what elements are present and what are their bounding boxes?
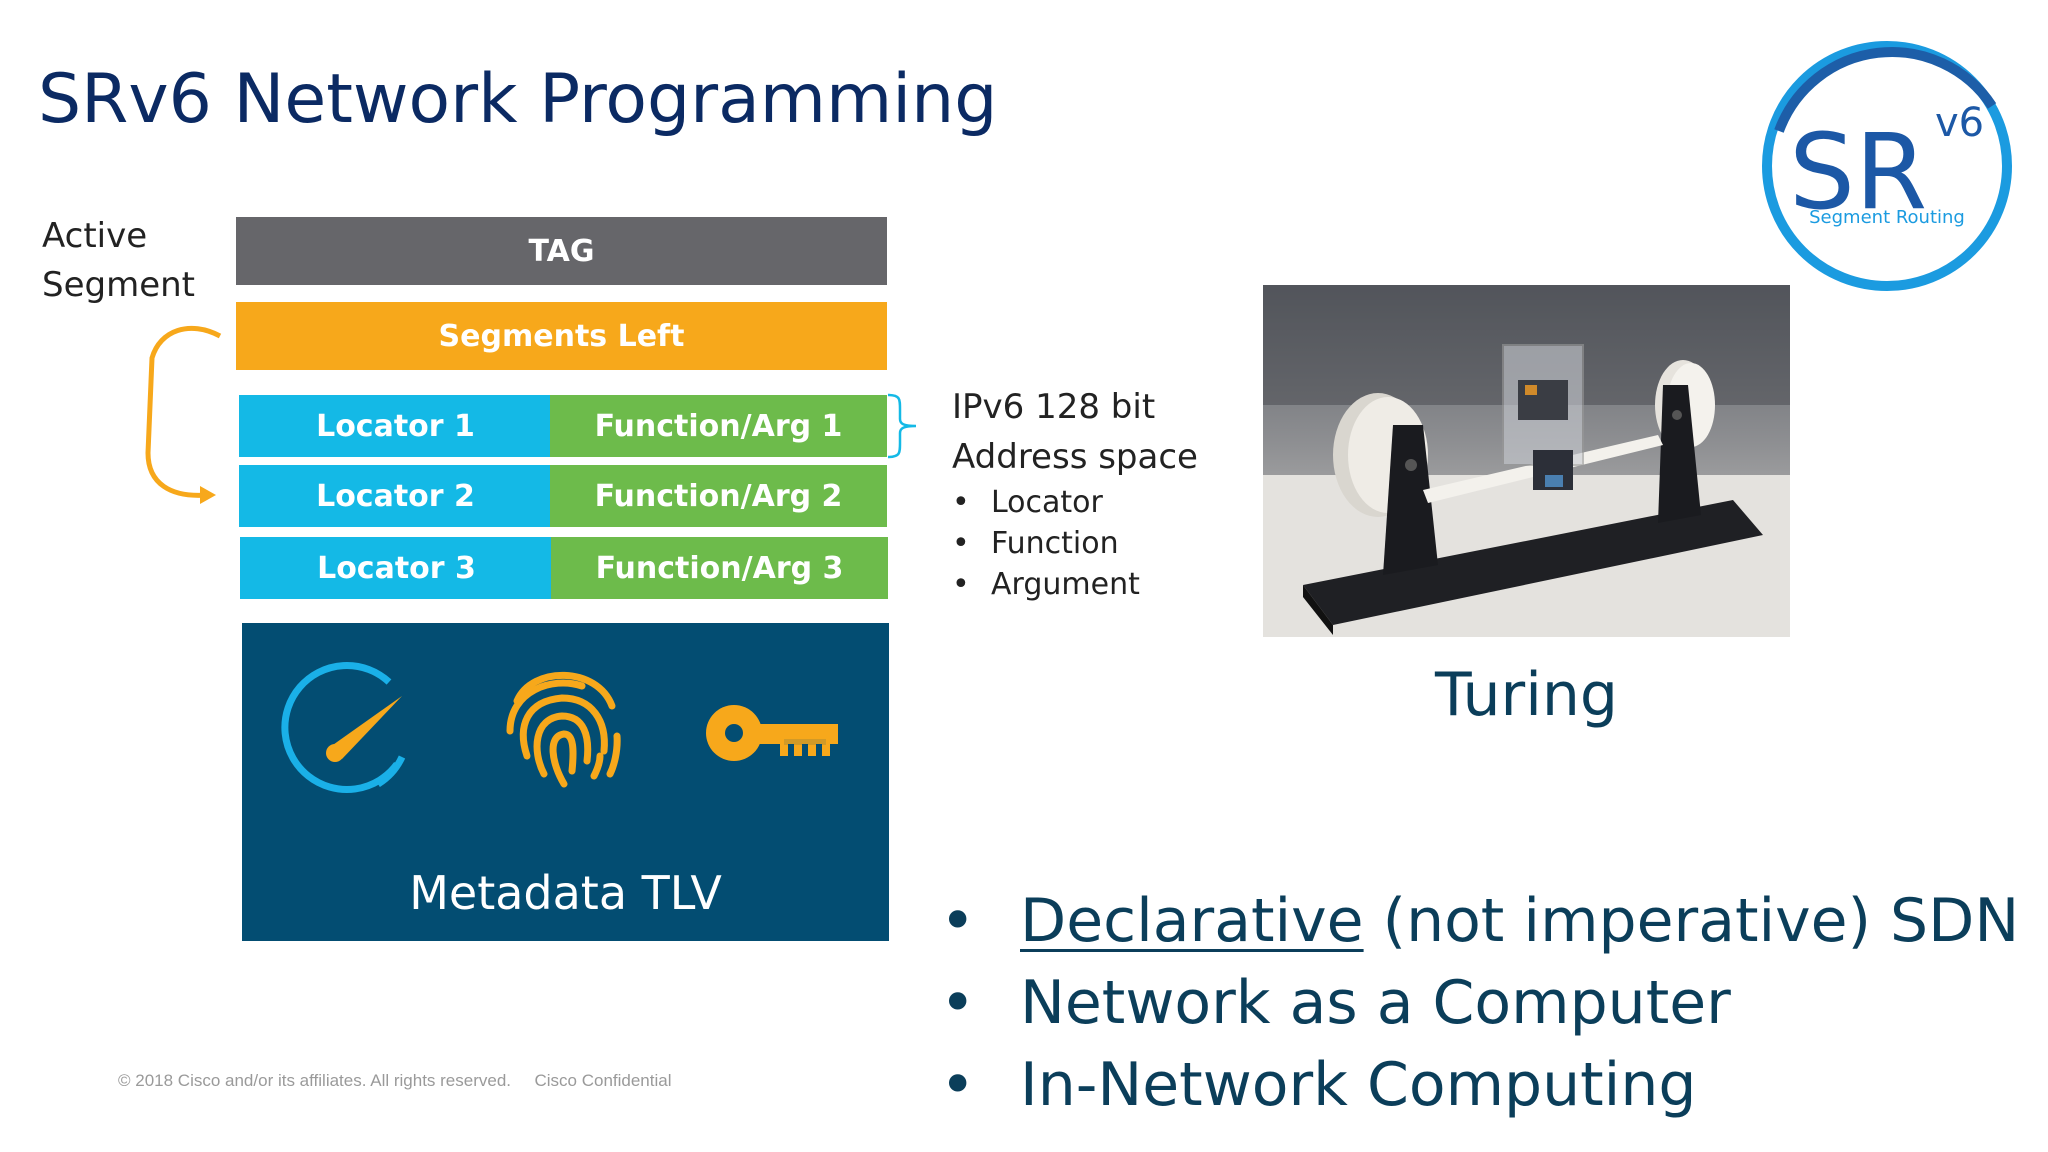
ipv6-list: Locator Function Argument <box>952 482 1198 605</box>
segments-left-field: Segments Left <box>236 302 887 370</box>
ipv6-line2: Address space <box>952 437 1198 477</box>
tag-field: TAG <box>236 217 887 285</box>
logo-subtitle: Segment Routing <box>1809 207 1965 228</box>
logo-sr-text: SR <box>1789 111 1927 233</box>
copyright-text: © 2018 Cisco and/or its affiliates. All … <box>118 1071 512 1090</box>
active-segment-arrow-icon <box>145 325 222 504</box>
active-segment-label: Active Segment <box>42 212 195 310</box>
key-icon <box>706 705 838 761</box>
function-arg-3: Function/Arg 3 <box>551 537 888 599</box>
footer: © 2018 Cisco and/or its affiliates. All … <box>118 1071 672 1091</box>
list-item: Network as a Computer <box>940 962 2019 1044</box>
locator-2: Locator 2 <box>239 465 552 527</box>
ipv6-description: IPv6 128 bit Address space Locator Funct… <box>952 382 1198 605</box>
function-arg-1: Function/Arg 1 <box>550 395 887 457</box>
list-item: Argument <box>952 564 1198 605</box>
slide-title: SRv6 Network Programming <box>38 60 998 139</box>
active-segment-line2: Segment <box>42 265 195 305</box>
list-item: Locator <box>952 482 1198 523</box>
fingerprint-icon <box>506 671 621 788</box>
confidential-text: Cisco Confidential <box>534 1071 672 1090</box>
turing-machine-photo <box>1263 285 1790 637</box>
list-item: In-Network Computing <box>940 1044 2019 1126</box>
srv6-logo: SR v6 Segment Routing <box>1762 41 2012 291</box>
active-segment-line1: Active <box>42 216 148 256</box>
speedometer-icon <box>281 662 406 793</box>
logo-v6-text: v6 <box>1935 100 1984 146</box>
ipv6-line1: IPv6 128 bit <box>952 387 1156 427</box>
list-item: Function <box>952 523 1198 564</box>
locator-1: Locator 1 <box>239 395 552 457</box>
locator-3: Locator 3 <box>240 537 553 599</box>
function-arg-2: Function/Arg 2 <box>550 465 887 527</box>
bullet-text: (not imperative) SDN <box>1363 886 2020 956</box>
key-points-list: Declarative (not imperative) SDN Network… <box>940 880 2019 1126</box>
metadata-tlv-label: Metadata TLV <box>409 866 722 920</box>
list-item: Declarative (not imperative) SDN <box>940 880 2019 962</box>
turing-caption: Turing <box>1434 660 1619 730</box>
declarative-link[interactable]: Declarative <box>1020 886 1364 956</box>
brace-icon <box>887 393 917 459</box>
metadata-tlv-box: Metadata TLV <box>242 623 889 941</box>
